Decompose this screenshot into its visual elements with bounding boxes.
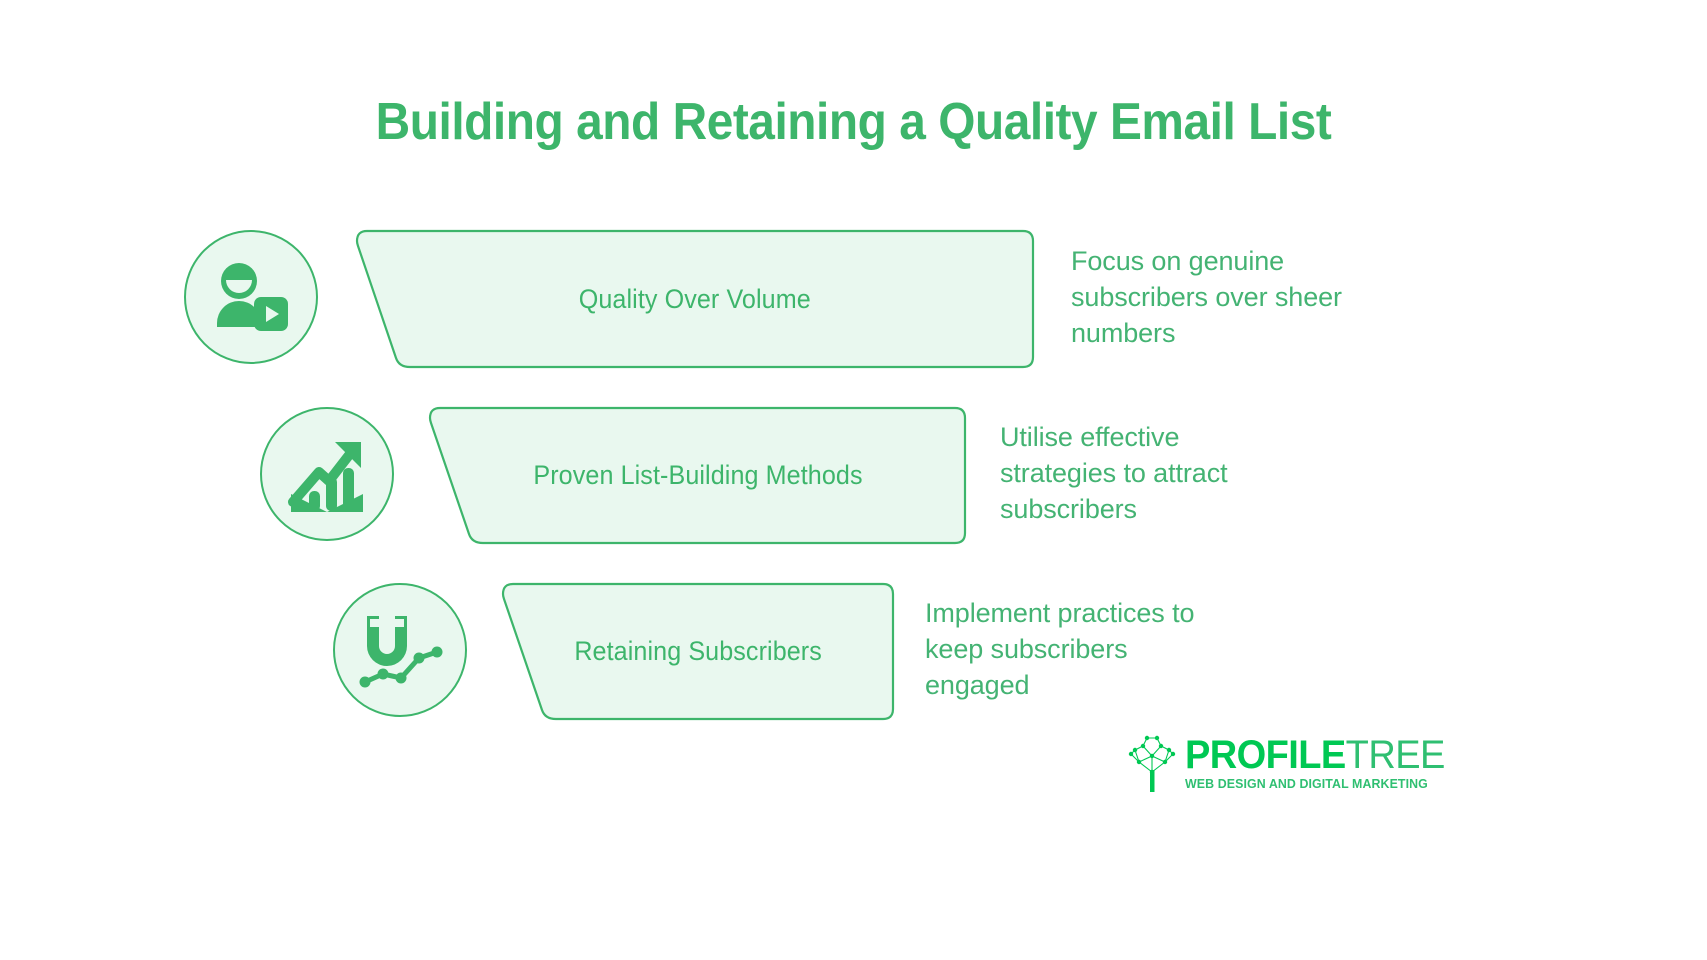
step-1-description: Focus on genuine subscribers over sheer …: [1071, 246, 1342, 348]
logo-wordmark: PROFILETREE: [1185, 735, 1445, 775]
profiletree-logo: PROFILETREE WEB DESIGN AND DIGITAL MARKE…: [1125, 727, 1445, 799]
logo-brand-light: TREE: [1345, 733, 1446, 777]
step-1-label: Quality Over Volume: [578, 283, 812, 314]
step-2-icon-circle: [260, 407, 394, 541]
logo-text-group: PROFILETREE WEB DESIGN AND DIGITAL MARKE…: [1185, 735, 1458, 791]
step-2-funnel: Proven List-Building Methods: [428, 406, 967, 545]
logo-brand-bold: PROFILE: [1185, 733, 1346, 777]
step-2-label: Proven List-Building Methods: [532, 460, 863, 490]
step-3-description: Implement practices to keep subscribers …: [925, 598, 1195, 700]
user-video-icon: [212, 261, 290, 333]
network-tree-icon: [1125, 732, 1181, 794]
magnet-icon: [357, 610, 443, 690]
step-3-icon-circle: [333, 583, 467, 717]
step-1-funnel: Quality Over Volume: [355, 229, 1035, 369]
step-1-icon-circle: [184, 230, 318, 364]
growth-chart-icon: [287, 436, 367, 512]
step-2-description: Utilise effective strategies to attract …: [1000, 422, 1228, 524]
page-title: Building and Retaining a Quality Email L…: [375, 93, 1332, 151]
logo-tagline: WEB DESIGN AND DIGITAL MARKETING: [1185, 777, 1428, 791]
step-3-funnel: Retaining Subscribers: [501, 582, 895, 721]
step-3-label: Retaining Subscribers: [574, 636, 822, 666]
